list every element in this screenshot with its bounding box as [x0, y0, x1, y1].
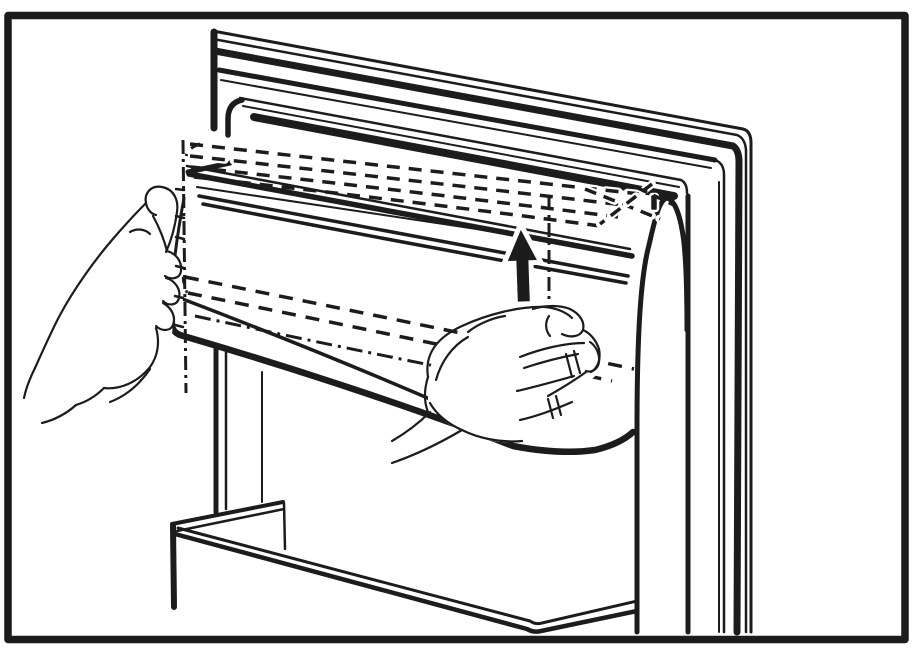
border-frame: [4, 11, 909, 644]
liner-corner-curve: [225, 97, 245, 138]
left-hand: [22, 185, 183, 425]
lower-door-shelf: [170, 500, 640, 634]
door-frame: [210, 28, 753, 636]
arrow-up-icon: [500, 218, 546, 307]
right-hand: [390, 304, 602, 465]
liner-arch: [634, 195, 690, 635]
alignment-axes: [173, 139, 551, 394]
